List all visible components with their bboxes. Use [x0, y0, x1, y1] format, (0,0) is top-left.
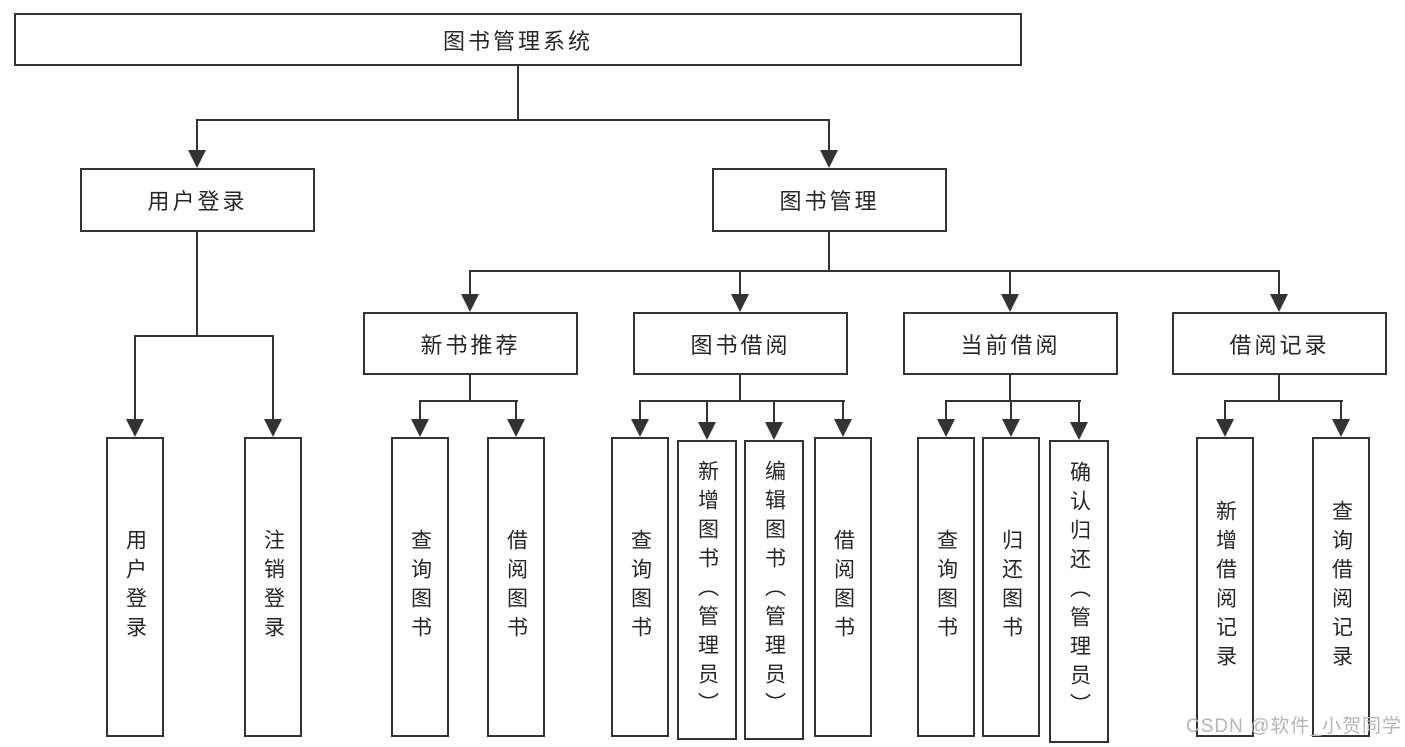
node-book-borrowing: 图书借阅: [633, 312, 848, 375]
arrowhead-down-icon: [507, 419, 525, 437]
connector-line: [419, 400, 518, 402]
node-new-book-recommend: 新书推荐: [363, 312, 578, 375]
leaf-bb-add-books-admin: 新增图书（管理员）: [677, 440, 737, 740]
leaf-rec-query-borrow-record: 查询借阅记录: [1312, 437, 1370, 737]
connector-line: [773, 400, 775, 424]
connector-line: [196, 119, 830, 121]
connector-line: [828, 119, 830, 152]
arrowhead-down-icon: [461, 294, 479, 312]
arrowhead-down-icon: [631, 419, 649, 437]
arrowhead-down-icon: [834, 419, 852, 437]
connector-line: [1224, 400, 1226, 420]
arrowhead-down-icon: [1216, 419, 1234, 437]
connector-line: [842, 400, 844, 420]
arrowhead-down-icon: [411, 419, 429, 437]
connector-line: [469, 270, 1280, 272]
connector-line: [1078, 400, 1080, 424]
connector-line: [1009, 374, 1011, 402]
leaf-user-login: 用户登录: [106, 437, 164, 737]
leaf-nbr-query-books: 查询图书: [391, 437, 449, 737]
connector-line: [739, 270, 741, 296]
node-book-management-system: 图书管理系统: [14, 13, 1022, 66]
connector-line: [639, 400, 845, 402]
arrowhead-down-icon: [1001, 294, 1019, 312]
arrowhead-down-icon: [1332, 419, 1350, 437]
connector-line: [1340, 400, 1342, 420]
leaf-logout: 注销登录: [244, 437, 302, 737]
arrowhead-down-icon: [698, 422, 716, 440]
connector-line: [1278, 270, 1280, 296]
node-book-management: 图书管理: [712, 168, 947, 232]
leaf-cb-query-books: 查询图书: [917, 437, 975, 737]
connector-line: [945, 400, 947, 420]
connector-line: [469, 270, 471, 296]
connector-line: [706, 400, 708, 424]
connector-line: [1010, 400, 1012, 420]
leaf-cb-confirm-return-admin: 确认归还（管理员）: [1049, 440, 1109, 743]
arrowhead-down-icon: [188, 150, 206, 168]
node-user-login: 用户登录: [80, 168, 315, 232]
connector-line: [469, 374, 471, 402]
connector-line: [196, 231, 198, 337]
connector-line: [419, 400, 421, 420]
connector-line: [134, 335, 136, 420]
connector-line: [739, 374, 741, 402]
connector-line: [515, 400, 517, 420]
connector-line: [639, 400, 641, 420]
arrowhead-down-icon: [1270, 294, 1288, 312]
connector-line: [1224, 400, 1343, 402]
connector-line: [272, 335, 274, 420]
connector-line: [196, 119, 198, 152]
connector-line: [517, 66, 519, 121]
arrowhead-down-icon: [937, 419, 955, 437]
connector-line: [945, 400, 1081, 402]
leaf-nbr-borrow-books: 借阅图书: [487, 437, 545, 737]
connector-line: [828, 231, 830, 272]
arrowhead-down-icon: [1002, 419, 1020, 437]
node-current-borrowing: 当前借阅: [903, 312, 1118, 375]
leaf-cb-return-books: 归还图书: [982, 437, 1040, 737]
arrowhead-down-icon: [731, 294, 749, 312]
arrowhead-down-icon: [1070, 422, 1088, 440]
arrowhead-down-icon: [126, 419, 144, 437]
watermark: CSDN @软件_小贺同学: [1186, 716, 1402, 737]
connector-line: [1009, 270, 1011, 296]
connector-line: [134, 335, 273, 337]
leaf-bb-query-books: 查询图书: [611, 437, 669, 737]
node-borrowing-records: 借阅记录: [1172, 312, 1387, 375]
arrowhead-down-icon: [765, 422, 783, 440]
leaf-bb-borrow-books: 借阅图书: [814, 437, 872, 737]
leaf-rec-add-borrow-record: 新增借阅记录: [1196, 437, 1254, 737]
connector-line: [1278, 374, 1280, 402]
arrowhead-down-icon: [820, 150, 838, 168]
leaf-bb-edit-books-admin: 编辑图书（管理员）: [744, 440, 804, 740]
arrowhead-down-icon: [264, 419, 282, 437]
